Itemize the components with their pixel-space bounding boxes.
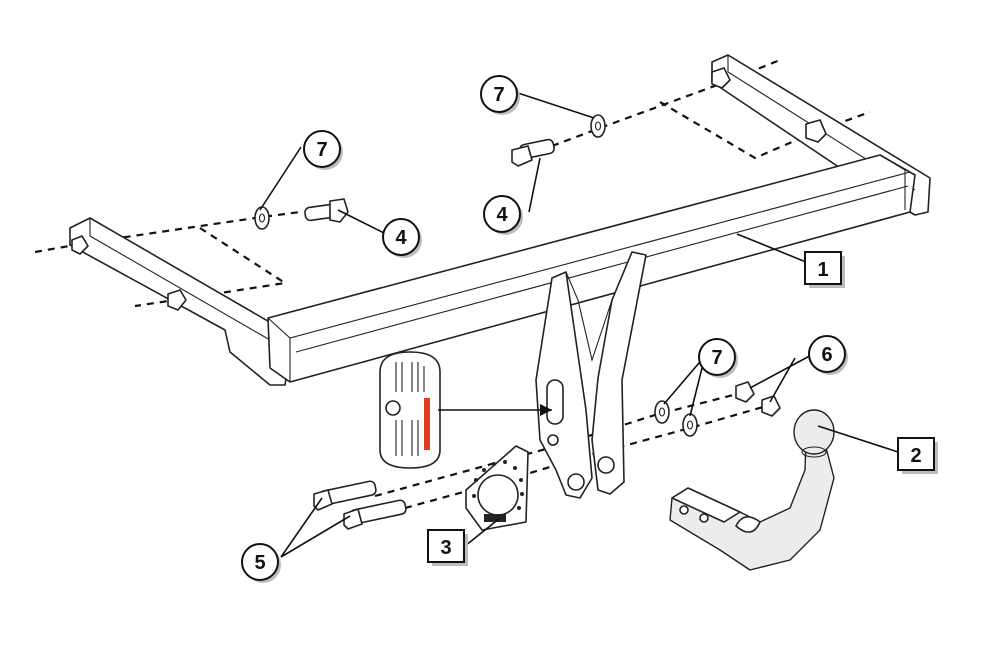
callout-5: 5 (241, 543, 281, 583)
right-mounting-plate (591, 251, 647, 495)
washer-lower-1 (654, 400, 670, 424)
leader-7c (663, 355, 706, 417)
tow-receiver-hole (679, 505, 689, 515)
leader-2 (817, 425, 899, 453)
callout-7c-label: 7 (711, 347, 722, 369)
nut-left-lower (167, 289, 187, 311)
callout-4b: 4 (483, 195, 523, 235)
leader-1 (736, 233, 807, 263)
washer-upper-left (254, 206, 270, 230)
callout-3-label: 3 (440, 537, 451, 559)
label-text-lines (395, 362, 425, 456)
callout-1: 1 (804, 251, 845, 288)
leader-3 (464, 517, 501, 547)
beam-groove (295, 185, 909, 353)
washer-upper-right (590, 114, 606, 138)
callout-2-label: 2 (910, 445, 921, 467)
bolt-lower-2-head (343, 508, 363, 530)
washer-lower-1-hole (658, 407, 666, 417)
nut-lower-2 (761, 395, 781, 417)
callout-7b: 7 (480, 75, 520, 115)
mounting-plates (535, 251, 647, 499)
washer-lower-2-hole (686, 420, 694, 430)
bolt-lower-1-head (313, 489, 333, 511)
assembly-line-right-lower (659, 101, 871, 160)
washer-upper-left-hole (258, 213, 266, 223)
leader-lines (259, 92, 899, 558)
label-red-marking (424, 398, 430, 450)
identification-label (379, 351, 552, 469)
leader-7a (259, 146, 302, 211)
nut-lower-1 (735, 381, 755, 403)
socket-holes (472, 460, 524, 510)
callout-2: 2 (897, 437, 938, 474)
callout-6-label: 6 (821, 344, 832, 366)
hardware (71, 67, 827, 530)
tow-ball-part-2 (669, 409, 835, 571)
callout-5-label: 5 (254, 552, 265, 574)
callout-6: 6 (808, 335, 848, 375)
plate-bracing (565, 271, 613, 363)
callout-4b-label: 4 (496, 204, 508, 226)
nut-right-upper (711, 67, 731, 89)
tow-receiver-top (671, 487, 741, 523)
bolt-upper-right-head (511, 145, 533, 167)
plate-hole-right (597, 456, 615, 474)
callout-7a-label: 7 (316, 139, 327, 161)
washer-lower-2 (682, 413, 698, 437)
callout-7b-label: 7 (493, 84, 504, 106)
plate-hole-small (547, 434, 559, 446)
plate-slot (546, 379, 564, 425)
socket-plate-part-3 (465, 445, 529, 531)
assembly-line-left-upper (34, 243, 76, 254)
nut-right-lower (805, 119, 827, 143)
callouts: 1 2 3 4 4 5 6 (241, 75, 938, 583)
callout-3: 3 (427, 529, 468, 566)
assembly-line-bolt-upper (374, 390, 746, 498)
assembly-line-left-lower (134, 227, 289, 308)
nut-left-upper (71, 235, 89, 255)
tow-receiver-hole-2 (699, 513, 709, 523)
leader-5 (280, 497, 351, 558)
washer-upper-right-hole (594, 121, 602, 131)
leader-6 (749, 351, 818, 403)
cross-beam-part-1 (69, 54, 931, 386)
socket-cutout (484, 514, 506, 522)
callout-4a-label: 4 (395, 227, 407, 249)
leader-4b (528, 157, 541, 213)
callout-1-label: 1 (817, 259, 828, 281)
socket-opening (477, 474, 519, 516)
callout-4a: 4 (382, 218, 422, 258)
label-hole (385, 400, 401, 416)
left-bracket-edge (89, 218, 271, 341)
leader-4a (337, 209, 385, 234)
label-pointer-arrow (540, 404, 552, 416)
leader-7b (517, 92, 595, 119)
right-bracket-edge (727, 55, 916, 191)
plate-hole-left (567, 473, 585, 491)
callout-7a: 7 (303, 130, 343, 170)
tow-neck-joint (735, 516, 761, 533)
tow-ball-collar (801, 446, 827, 458)
beam-right-end (879, 154, 906, 210)
callout-7c: 7 (698, 338, 738, 378)
